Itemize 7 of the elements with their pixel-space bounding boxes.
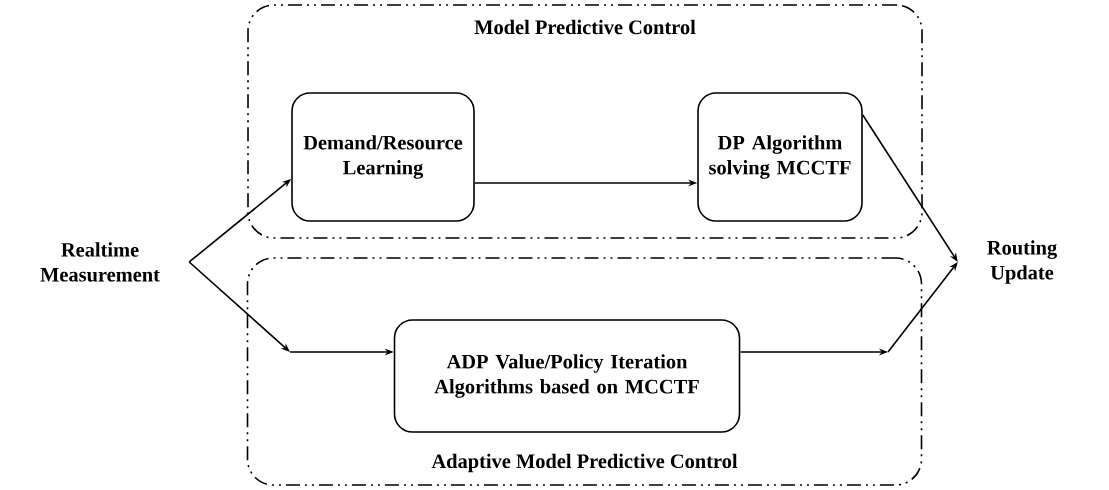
process-box: ADP Value/Policy Iteration Algorithms based on MCCTF — [393, 319, 741, 433]
text-label: Realtime Measurement — [40, 242, 160, 282]
process-box: DP Algorithm solving MCCTF — [697, 92, 863, 222]
text-label: Routing Update — [987, 240, 1057, 284]
process-box: Demand/Resource Learning — [291, 92, 475, 222]
group-title: Model Predictive Control — [474, 19, 696, 35]
group-title: Adaptive Model Predictive Control — [431, 453, 738, 473]
